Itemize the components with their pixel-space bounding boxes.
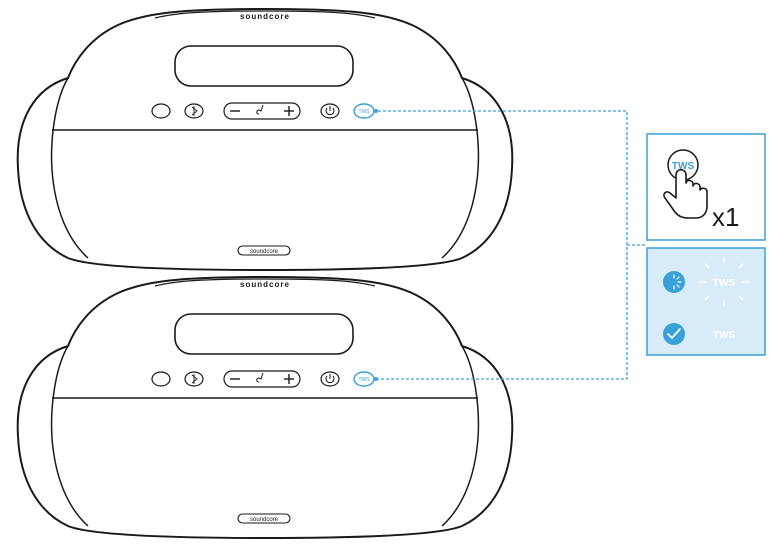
pairing-spinner-icon bbox=[673, 274, 682, 290]
speaker-top-brand: soundcore bbox=[240, 12, 290, 21]
speaker-bottom-tws-label: TWS bbox=[358, 377, 370, 383]
press-tws-label: TWS bbox=[672, 161, 695, 172]
speaker-bottom: soundcore TWS soundcore bbox=[16, 276, 514, 539]
pairing-tws-label: TWS bbox=[713, 278, 736, 289]
press-panel: TWS x1 bbox=[646, 133, 766, 241]
press-count: x1 bbox=[712, 202, 739, 232]
blink-rays bbox=[698, 257, 750, 307]
pairing-icon bbox=[663, 271, 685, 293]
connector-lines bbox=[374, 109, 647, 381]
speaker-bottom-badge: soundcore bbox=[250, 517, 279, 523]
speaker-top: soundcore TWS soundcore bbox=[16, 8, 514, 271]
status-panel: TWS TWS bbox=[646, 247, 766, 356]
paired-tws-label: TWS bbox=[713, 330, 736, 341]
speaker-top-tws-label: TWS bbox=[358, 109, 370, 115]
hand-pointer-icon bbox=[663, 168, 708, 219]
speaker-top-badge: soundcore bbox=[250, 249, 279, 255]
check-icon bbox=[663, 323, 685, 345]
speaker-bottom-brand: soundcore bbox=[240, 280, 290, 289]
